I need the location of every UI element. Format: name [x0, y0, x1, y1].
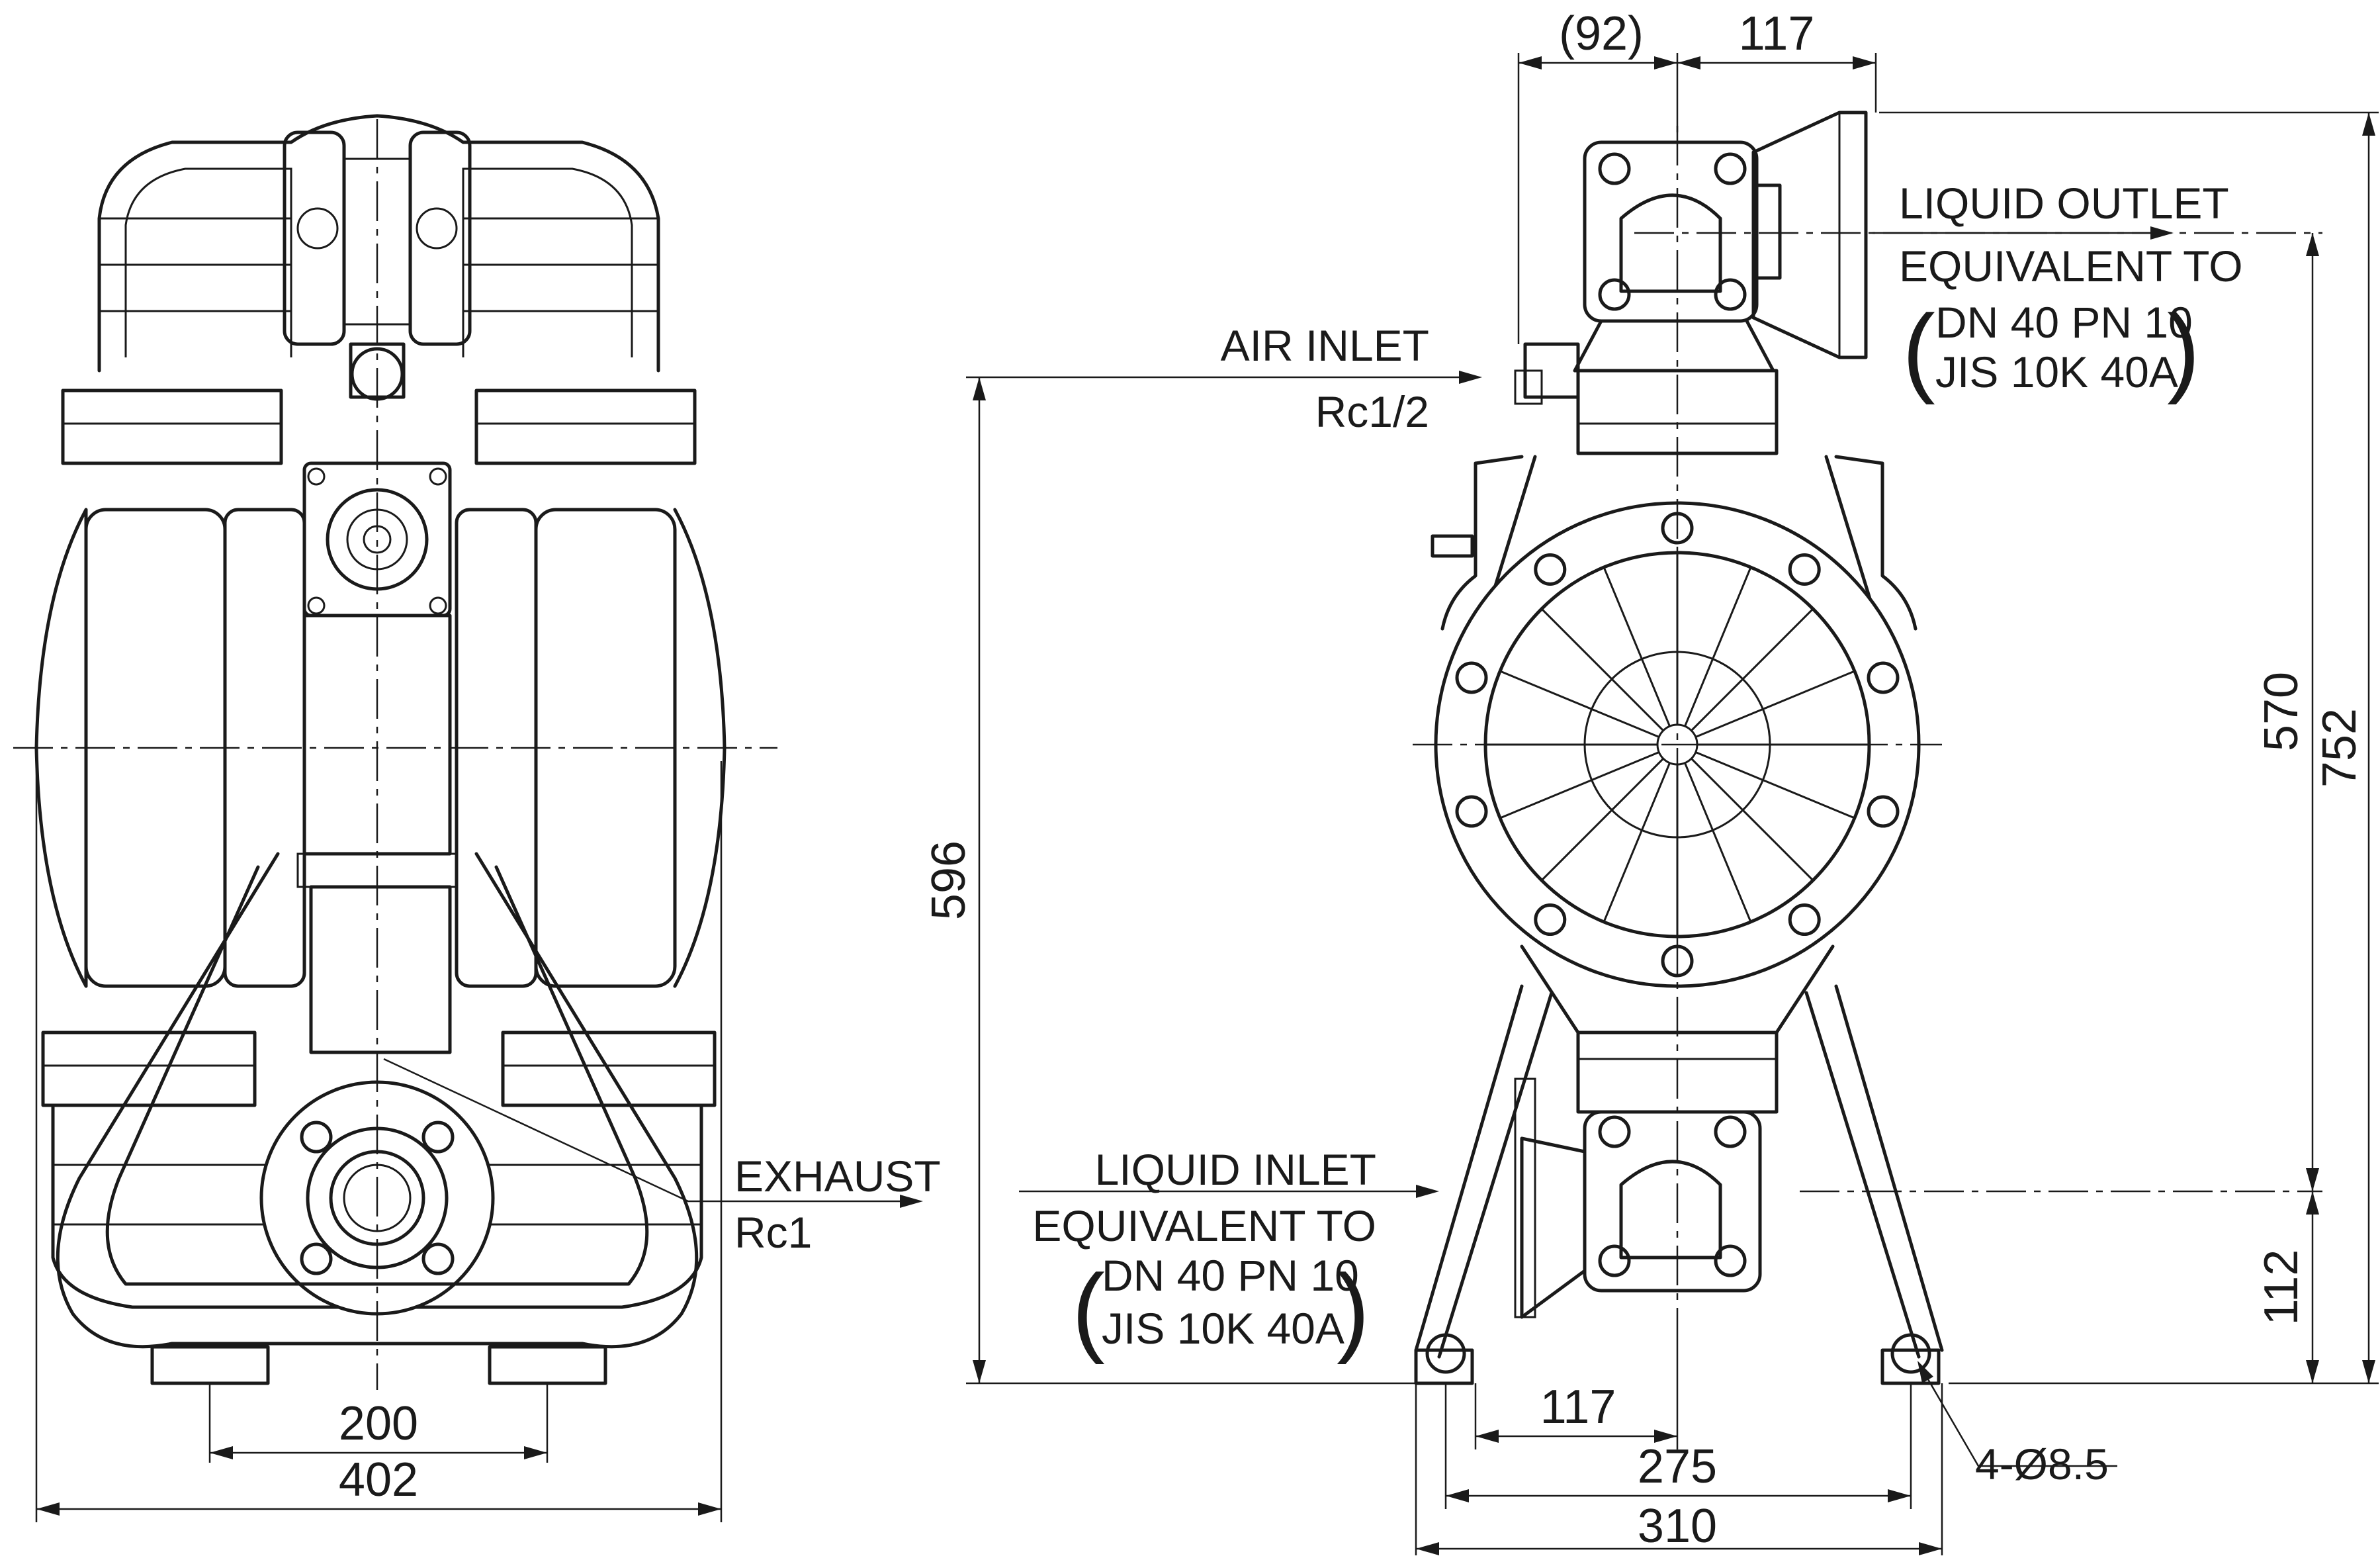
diaphragm-bolt-hole: [1788, 553, 1821, 586]
dim-side-top-left: (92): [1559, 7, 1644, 60]
diaphragm-spoke: [1603, 762, 1671, 921]
holes-label: 4-Ø8.5: [1975, 1440, 2109, 1489]
diaphragm-spoke: [1684, 762, 1751, 921]
liquid-inlet-paren-close: ): [1337, 1254, 1370, 1365]
front-left-foot: [150, 1345, 270, 1385]
diaphragm-spoke: [1684, 568, 1751, 727]
diaphragm-spoke: [1603, 568, 1671, 727]
diaphragm-spoke: [1695, 751, 1854, 819]
liquid-inlet-dn-label: DN 40 PN 10: [1102, 1251, 1359, 1300]
exhaust-label: EXHAUST: [734, 1152, 941, 1201]
side-top-valve: [1583, 140, 1759, 323]
diaphragm-spoke: [1542, 758, 1664, 880]
air-inlet-size-label: Rc1/2: [1315, 387, 1429, 436]
dim-side-top-right: 117: [1739, 7, 1815, 60]
diaphragm-spoke: [1691, 609, 1813, 731]
liquid-inlet-equiv-label: EQUIVALENT TO: [1032, 1201, 1376, 1250]
dim-front-foot-spacing: 200: [339, 1397, 418, 1450]
liquid-outlet-jis-label: JIS 10K 40A: [1935, 347, 2178, 396]
side-dimensions: [966, 53, 2379, 1555]
side-left-foot: [1414, 1348, 1474, 1385]
dim-outlet-to-inlet-height: 570: [2255, 672, 2308, 751]
liquid-inlet-label: LIQUID INLET: [1095, 1145, 1376, 1194]
liquid-outlet-dn-label: DN 40 PN 10: [1935, 298, 2193, 347]
dim-front-overall-width: 402: [339, 1453, 418, 1506]
diaphragm-bolt-hole: [1534, 553, 1567, 586]
liquid-inlet-paren-open: (: [1072, 1254, 1105, 1365]
side-view: [1413, 111, 2322, 1385]
air-inlet-label: AIR INLET: [1221, 321, 1429, 370]
diaphragm-bolt-hole: [1534, 903, 1567, 937]
dim-side-bottom-inner: 117: [1540, 1381, 1616, 1434]
exhaust-size-label: Rc1: [734, 1208, 812, 1257]
diaphragm-spoke: [1542, 609, 1664, 731]
dim-air-inlet-height: 596: [922, 841, 975, 920]
text-labels: EXHAUST Rc1 AIR INLET Rc1/2 LIQUID OUTLE…: [339, 7, 2366, 1553]
front-stand-frame: [56, 852, 699, 1349]
dim-side-foot-spacing: 275: [1638, 1440, 1717, 1493]
diaphragm-spoke: [1501, 751, 1659, 819]
diaphragm-bolt-hole: [1455, 661, 1488, 694]
liquid-inlet-jis-label: JIS 10K 40A: [1102, 1304, 1344, 1353]
diaphragm-spoke: [1501, 670, 1659, 738]
dim-inlet-height: 112: [2255, 1250, 2308, 1326]
side-bottom-valve: [1583, 1110, 1762, 1293]
diaphragm-bolt-hole: [1867, 795, 1900, 828]
liquid-outlet-equiv-label: EQUIVALENT TO: [1899, 242, 2243, 291]
liquid-outlet-paren-open: (: [1902, 294, 1935, 405]
dim-side-overall-width: 310: [1638, 1500, 1717, 1553]
liquid-outlet-label: LIQUID OUTLET: [1899, 179, 2229, 228]
diaphragm-bolt-hole: [1788, 903, 1821, 937]
front-dimensions: [35, 761, 723, 1522]
diaphragm-spoke: [1691, 758, 1813, 880]
front-top-manifold: [97, 114, 660, 373]
front-right-foot: [488, 1345, 607, 1385]
diaphragm-spoke: [1695, 670, 1854, 738]
front-view: [13, 114, 923, 1390]
diaphragm-bolt-hole: [1455, 795, 1488, 828]
diaphragm-bolt-hole: [1867, 661, 1900, 694]
liquid-outlet-paren-close: ): [2167, 294, 2200, 405]
dim-overall-height: 752: [2313, 708, 2366, 788]
